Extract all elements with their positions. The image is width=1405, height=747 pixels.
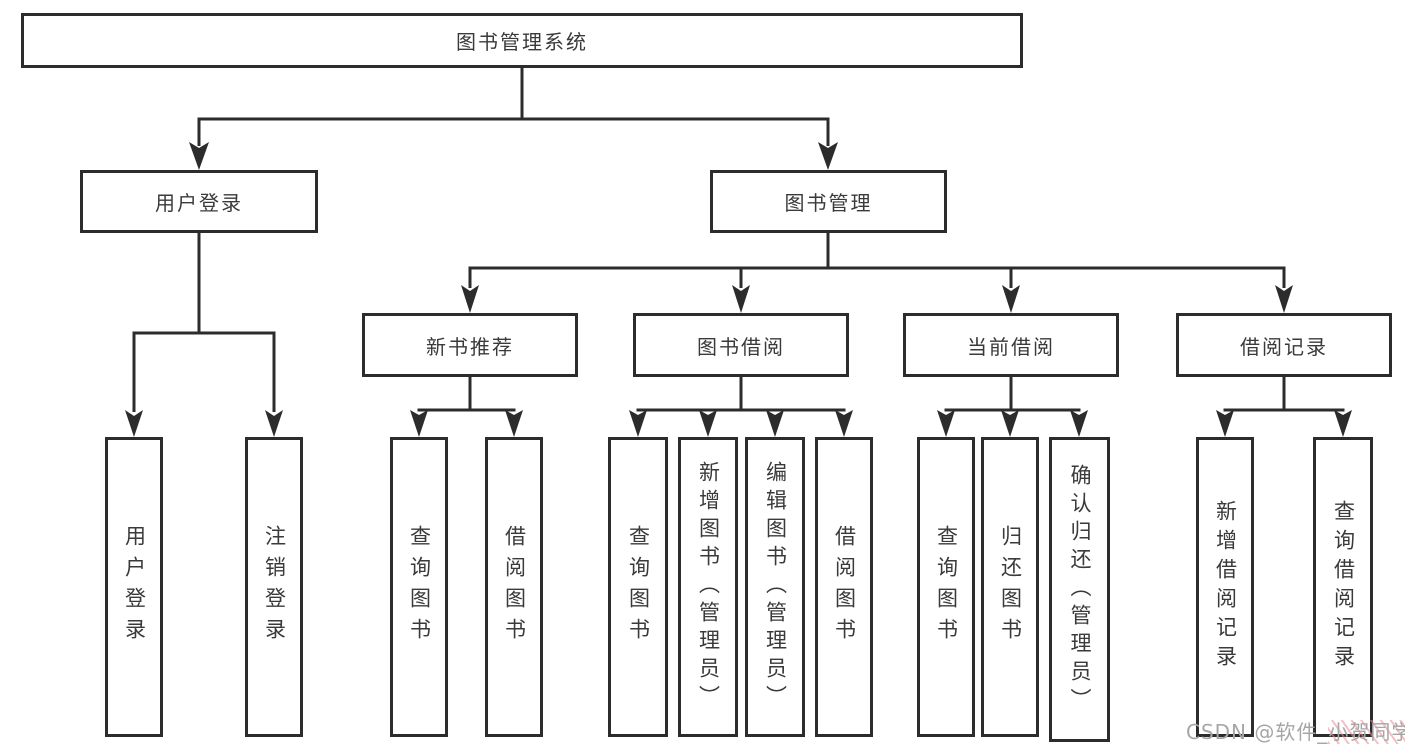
leaf-add-book-admin-label: 新增图书（管理员） bbox=[696, 461, 721, 713]
leaf-query-borrow-record-label: 查询借阅记录 bbox=[1331, 500, 1356, 674]
leaf-edit-book-admin-label: 编辑图书（管理员） bbox=[763, 461, 788, 713]
node-user-login: 用户登录 bbox=[80, 170, 318, 233]
node-current-borrow-label: 当前借阅 bbox=[967, 334, 1055, 359]
node-book-borrow-label: 图书借阅 bbox=[697, 334, 785, 359]
leaf-edit-book-admin: 编辑图书（管理员） bbox=[745, 437, 805, 737]
node-root-label: 图书管理系统 bbox=[456, 30, 588, 54]
leaf-logout-label: 注销登录 bbox=[262, 525, 287, 649]
node-user-login-label: 用户登录 bbox=[155, 191, 243, 215]
leaf-confirm-return-admin-label: 确认归还（管理员） bbox=[1068, 463, 1092, 716]
watermark-prefix: CSDN @软件_ bbox=[1186, 720, 1329, 744]
node-current-borrow: 当前借阅 bbox=[903, 313, 1119, 377]
leaf-borrow-books-recommend-label: 借阅图书 bbox=[502, 525, 527, 649]
leaf-user-login-label: 用户登录 bbox=[122, 525, 147, 649]
watermark-suffix: 小贺同学 bbox=[1328, 720, 1405, 744]
leaf-add-book-admin: 新增图书（管理员） bbox=[678, 437, 738, 737]
node-borrow-records: 借阅记录 bbox=[1176, 313, 1392, 377]
leaf-query-books-recommend-label: 查询图书 bbox=[407, 525, 432, 649]
watermark: CSDN @软件_小贺同学 bbox=[1186, 716, 1405, 745]
leaf-query-borrow-record: 查询借阅记录 bbox=[1313, 437, 1373, 737]
leaf-query-books-borrow-label: 查询图书 bbox=[626, 525, 651, 649]
arrowheads bbox=[125, 142, 1352, 437]
leaf-return-book-label: 归还图书 bbox=[998, 525, 1023, 649]
leaf-logout: 注销登录 bbox=[245, 437, 303, 737]
leaf-borrow-books-borrow: 借阅图书 bbox=[815, 437, 873, 737]
leaf-confirm-return-admin: 确认归还（管理员） bbox=[1049, 437, 1110, 742]
leaf-user-login: 用户登录 bbox=[105, 437, 163, 737]
leaf-query-books-recommend: 查询图书 bbox=[390, 437, 448, 737]
leaf-borrow-books-borrow-label: 借阅图书 bbox=[832, 525, 857, 649]
node-new-book-recommend-label: 新书推荐 bbox=[426, 334, 514, 359]
leaf-add-borrow-record-label: 新增借阅记录 bbox=[1213, 500, 1238, 674]
node-book-borrow: 图书借阅 bbox=[633, 313, 849, 377]
leaf-return-book: 归还图书 bbox=[981, 437, 1039, 737]
node-book-management-label: 图书管理 bbox=[784, 191, 873, 215]
leaf-borrow-books-recommend: 借阅图书 bbox=[485, 437, 543, 737]
leaf-query-books-current-label: 查询图书 bbox=[934, 525, 959, 649]
node-new-book-recommend: 新书推荐 bbox=[362, 313, 578, 377]
node-root: 图书管理系统 bbox=[21, 13, 1023, 68]
leaf-add-borrow-record: 新增借阅记录 bbox=[1196, 437, 1254, 737]
node-book-management: 图书管理 bbox=[710, 170, 947, 233]
leaf-query-books-borrow: 查询图书 bbox=[608, 437, 668, 737]
node-borrow-records-label: 借阅记录 bbox=[1240, 334, 1328, 359]
leaf-query-books-current: 查询图书 bbox=[917, 437, 975, 737]
